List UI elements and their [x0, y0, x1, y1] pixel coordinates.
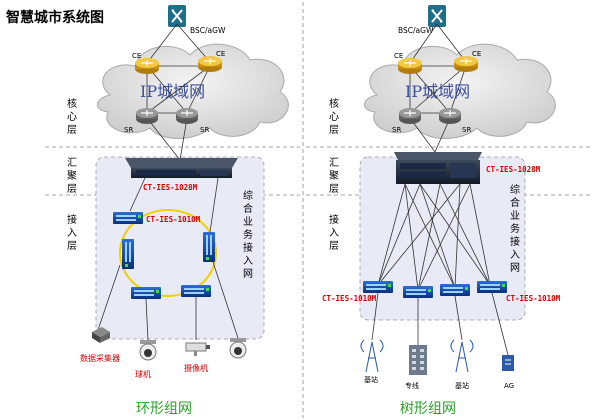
layer-label-core: 核心层 [65, 97, 77, 137]
base-station-icon [360, 339, 384, 373]
ce-label: CE [132, 52, 141, 60]
sr-label: SR [200, 126, 209, 134]
ag-device-icon [502, 355, 514, 371]
tree-endpoint-label: 基站 [455, 381, 469, 390]
ce-router-icon [134, 57, 160, 75]
agg-switch-icon [125, 158, 238, 178]
ce-label: CE [394, 52, 403, 60]
access-switch-icon [122, 239, 134, 269]
bsc-label: BSC/aGW [190, 26, 226, 35]
sr-label: SR [124, 126, 133, 134]
tree-endpoint-label: 专线 [405, 381, 419, 390]
access-switch-icon [403, 286, 433, 298]
camera-icon [185, 342, 210, 356]
sr-router-icon [438, 107, 462, 125]
access-switch-label: CT-IES-1010M [146, 215, 201, 224]
access-switch-icon [477, 281, 507, 293]
building-icon [409, 345, 427, 375]
dome-camera-icon [139, 340, 157, 361]
access-switch-icon [440, 284, 470, 296]
service-label: 综合业务接入网 [241, 189, 253, 281]
ce-router-icon [453, 55, 479, 73]
access-switch-label: CT-IES-1010M [322, 294, 377, 303]
layer-label-agg: 汇聚层 [65, 156, 77, 196]
bsc-label: BSC/aGW [398, 26, 434, 35]
tree-endpoint-label: AG [504, 382, 514, 390]
access-switch-icon [181, 285, 211, 297]
sr-router-icon [135, 107, 159, 125]
dome-camera-icon [229, 338, 247, 359]
ce-router-icon [197, 55, 223, 73]
tree-topology: 核心层 汇聚层 接入层 IP城域网 BSC/aGW CE CE SR SR [322, 4, 561, 417]
access-switch-icon [131, 287, 161, 299]
tree-endpoint-label: 基站 [364, 375, 378, 384]
agg-switch-icon [394, 152, 482, 184]
base-station-icon [450, 339, 474, 373]
layer-label-access: 接入层 [327, 213, 339, 253]
layer-label-core: 核心层 [327, 97, 339, 137]
agg-switch-label: CT-IES-1028M [143, 183, 198, 192]
topology-label-ring: 环形组网 [136, 401, 192, 417]
service-label: 综合业务接入网 [508, 183, 520, 275]
sr-router-icon [398, 107, 422, 125]
access-switch-icon [113, 212, 143, 224]
data-collector-icon [92, 327, 110, 343]
ring-topology: 核心层 汇聚层 接入层 IP城域网 BSC/aGW CE CE [65, 4, 289, 417]
cloud-label: IP城域网 [405, 82, 470, 101]
topology-label-tree: 树形组网 [400, 401, 456, 417]
ring-link [119, 209, 217, 297]
ce-label: CE [216, 50, 225, 58]
access-switch-icon [363, 281, 393, 293]
ce-router-icon [397, 57, 423, 75]
ce-label: CE [472, 50, 481, 58]
layer-label-agg: 汇聚层 [327, 156, 339, 196]
access-switch-icon [203, 232, 215, 262]
sr-label: SR [392, 126, 401, 134]
agg-switch-label: CT-IES-1028M [486, 165, 541, 174]
sr-label: SR [462, 126, 471, 134]
bsc-icon [167, 4, 187, 28]
bsc-icon [427, 4, 447, 28]
page-title: 智慧城市系统图 [5, 9, 104, 26]
ring-endpoint-label: 摄像机 [184, 363, 208, 373]
access-switch-label: CT-IES-1010M [506, 294, 561, 303]
sr-router-icon [175, 107, 199, 125]
cloud-label: IP城域网 [140, 82, 205, 101]
ring-endpoint-label: 数据采集器 [80, 353, 120, 363]
ring-endpoint-label: 球机 [135, 369, 151, 379]
layer-label-access: 接入层 [65, 213, 77, 253]
